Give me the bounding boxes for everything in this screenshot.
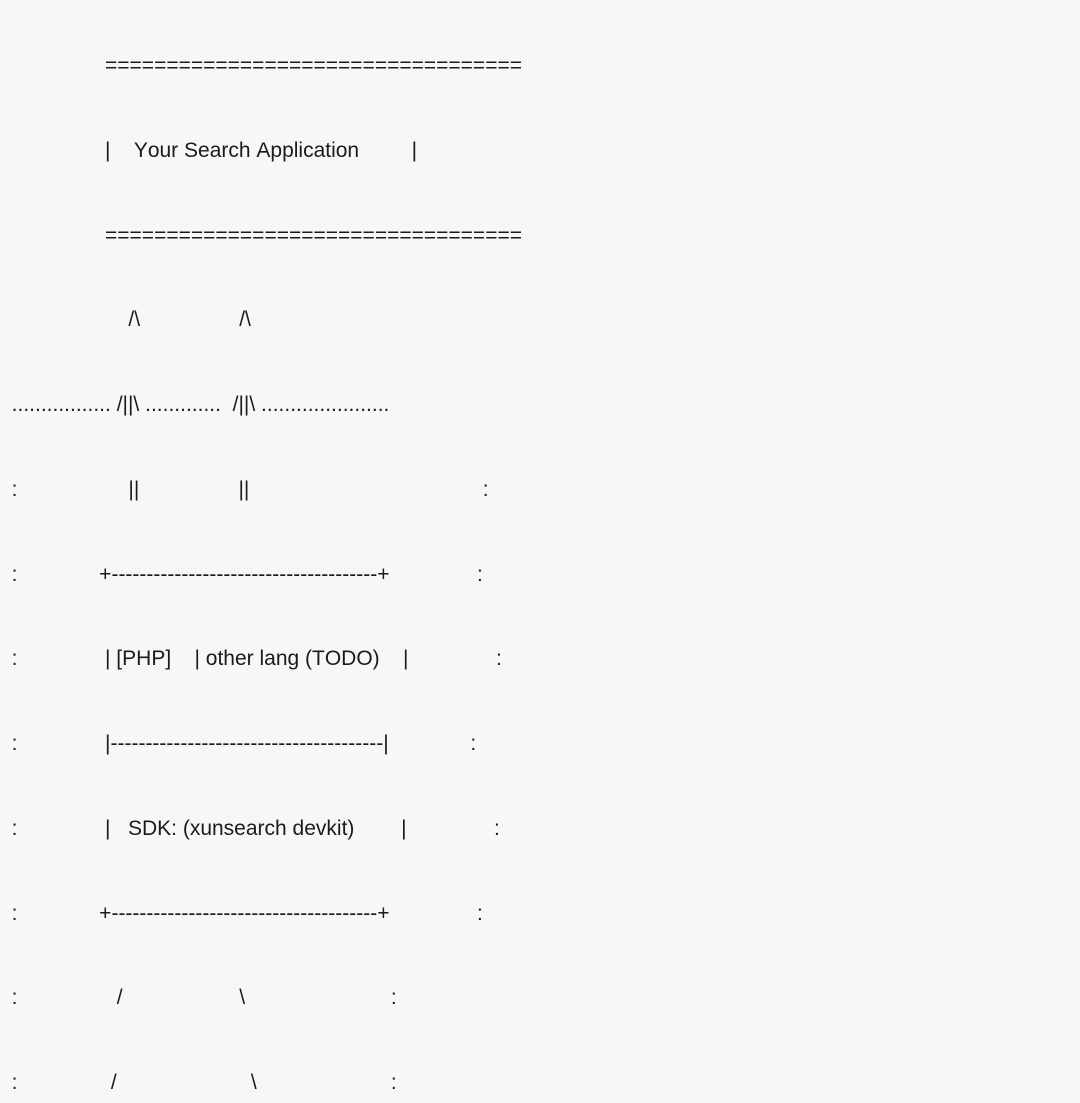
diagram-line-branch-2: : / \ :: [0, 1071, 397, 1095]
diagram-line-sdk-box-top: : +-------------------------------------…: [0, 562, 483, 586]
diagram-line-top-border: ==================================: [0, 54, 522, 77]
ascii-architecture-diagram: ================================== | You…: [0, 54, 522, 1095]
diagram-line-branch-1: : / \ :: [0, 986, 397, 1010]
diagram-line-sdk-box-bottom: : +-------------------------------------…: [0, 901, 483, 925]
diagram-line-sdk-languages: : | [PHP] | other lang (TODO) | :: [0, 647, 502, 671]
diagram-line-dotted-arrows: ................. /||\ ............. /||…: [0, 393, 390, 417]
diagram-line-bottom-border: ==================================: [0, 223, 522, 247]
diagram-line-sdk-divider: : |-------------------------------------…: [0, 732, 477, 756]
diagram-line-sdk-devkit: : | SDK: (xunsearch devkit) | :: [0, 816, 500, 840]
diagram-line-arrow-heads: /\ /\: [0, 308, 251, 332]
diagram-line-arrow-shafts: : || || :: [0, 477, 489, 501]
diagram-line-app-title: | Your Search Application |: [0, 138, 418, 162]
